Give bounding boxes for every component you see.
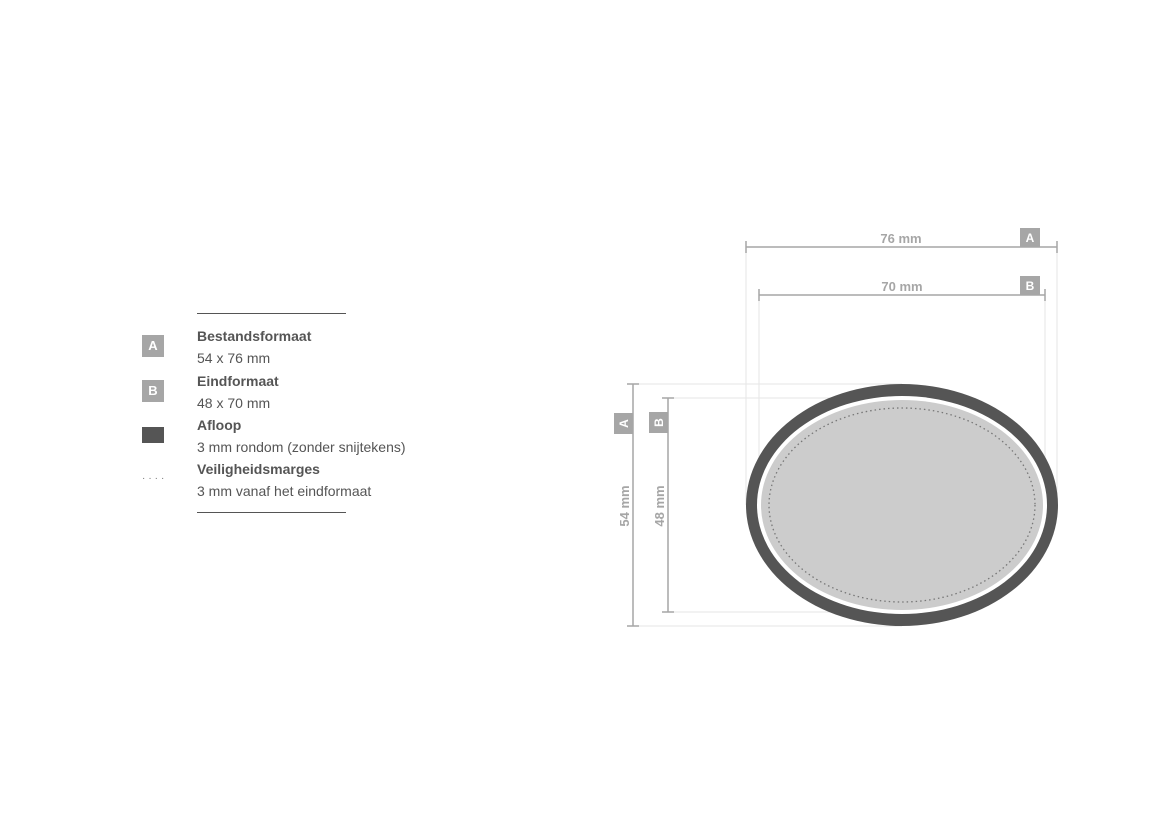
legend-value-final-format: 48 x 70 mm: [197, 395, 271, 411]
legend-value-safety: 3 mm vanaf het eindformaat: [197, 483, 372, 499]
legend-title-final-format: Eindformaat: [197, 373, 279, 389]
dimension-width-b-label: 70 mm: [881, 279, 922, 294]
legend-title-safety: Veiligheidsmarges: [197, 461, 320, 477]
tag-a-side-label: A: [617, 419, 631, 428]
tag-b-side-label: B: [652, 418, 666, 427]
legend-bottom-rule: [197, 512, 346, 513]
tag-a-top-label: A: [1026, 231, 1035, 245]
legend-top-rule: [197, 313, 346, 314]
dimension-height-a-label: 54 mm: [617, 485, 632, 526]
legend-title-file-format: Bestandsformaat: [197, 328, 312, 344]
legend-bleed-swatch: [142, 427, 164, 443]
safety-margin-line: [768, 407, 1036, 603]
tag-a-top: [1020, 228, 1040, 247]
tag-b-top-label: B: [1026, 279, 1035, 293]
legend-marker-a: A: [142, 335, 164, 357]
dimension-height-b: 48 mm B: [649, 397, 674, 613]
dimension-height-a: 54 mm A: [614, 383, 639, 627]
legend-panel: A Bestandsformaat 54 x 76 mm B Eindforma…: [0, 0, 560, 827]
legend-marker-b: B: [142, 380, 164, 402]
dimension-height-b-label: 48 mm: [652, 485, 667, 526]
tag-b-side: [649, 412, 668, 433]
tag-a-side: [614, 413, 633, 434]
dimension-width-a: 76 mm A: [745, 228, 1058, 253]
legend-title-bleed: Afloop: [197, 417, 242, 433]
tag-b-top: [1020, 276, 1040, 295]
dimension-width-a-label: 76 mm: [880, 231, 921, 246]
dimension-width-b: 70 mm B: [758, 276, 1046, 301]
legend-safety-dots-icon: ····: [142, 473, 168, 484]
legend-value-file-format: 54 x 76 mm: [197, 350, 271, 366]
final-format-area: [761, 400, 1043, 610]
legend-value-bleed: 3 mm rondom (zonder snijtekens): [197, 439, 406, 455]
